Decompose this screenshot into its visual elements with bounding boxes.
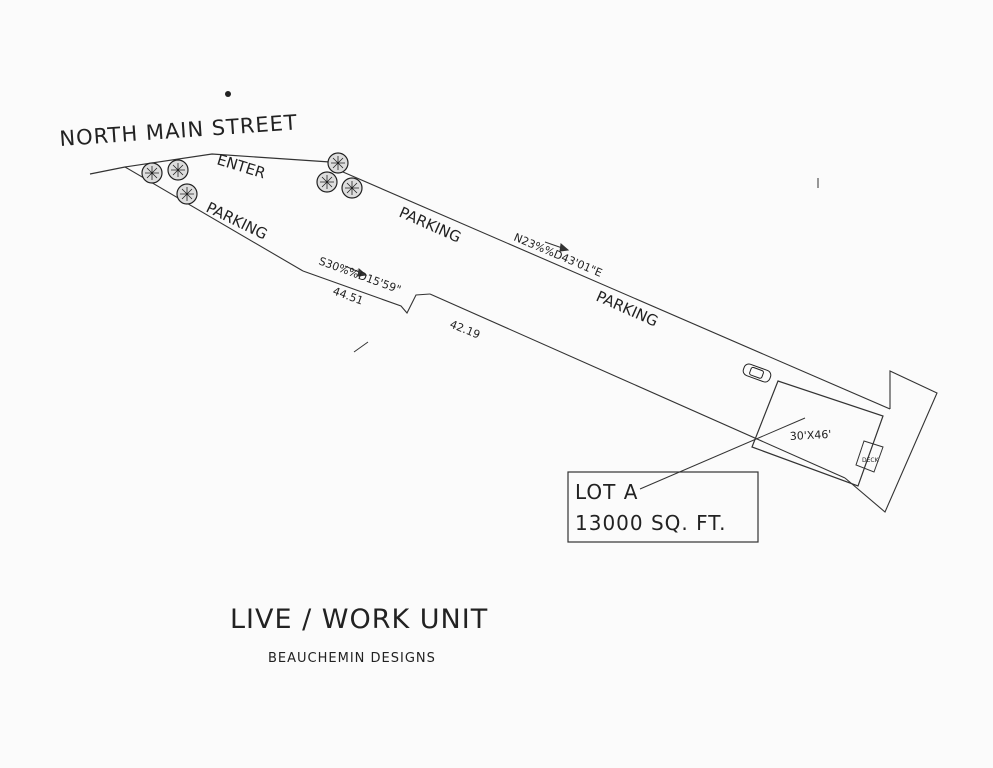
tree-icon — [167, 159, 189, 181]
parking-label-west: PARKING — [203, 198, 270, 243]
building-size-label: 30'X46' — [789, 428, 831, 443]
bearing-south-line: S30%%D15'59" — [317, 255, 403, 297]
building-footprint — [751, 380, 884, 487]
parking-label-east: PARKING — [593, 287, 661, 330]
tree-icon — [341, 177, 363, 199]
survey-point-dot — [225, 91, 231, 97]
lot-area: 13000 SQ. FT. — [575, 511, 727, 535]
drafting-tick-marks — [353, 178, 819, 353]
lot-boundary-lines — [124, 166, 938, 513]
tree-icon — [316, 171, 338, 193]
lot-name: LOT A — [575, 480, 638, 504]
lot-leader-line — [639, 417, 806, 490]
car-icon — [742, 363, 772, 383]
tree-icon — [141, 162, 163, 184]
deck-label: DECK — [862, 457, 880, 464]
deck-outline — [855, 440, 884, 473]
drawing-title: LIVE / WORK UNIT — [230, 604, 488, 635]
tree-symbols — [141, 152, 363, 205]
bearing-arrows — [344, 241, 570, 277]
tree-icon — [327, 152, 349, 174]
distance-label-1: 44.51 — [331, 285, 365, 308]
street-frontage-line — [89, 153, 331, 175]
tree-icon — [176, 183, 198, 205]
enter-label: ENTER — [215, 151, 268, 183]
designer-name: BEAUCHEMIN DESIGNS — [268, 651, 436, 666]
bearing-north-line: N23%%D43'01"E — [512, 231, 604, 280]
street-name-label: NORTH MAIN STREET — [59, 110, 299, 151]
lot-label-box — [567, 471, 759, 543]
distance-label-2: 42.19 — [448, 318, 482, 342]
